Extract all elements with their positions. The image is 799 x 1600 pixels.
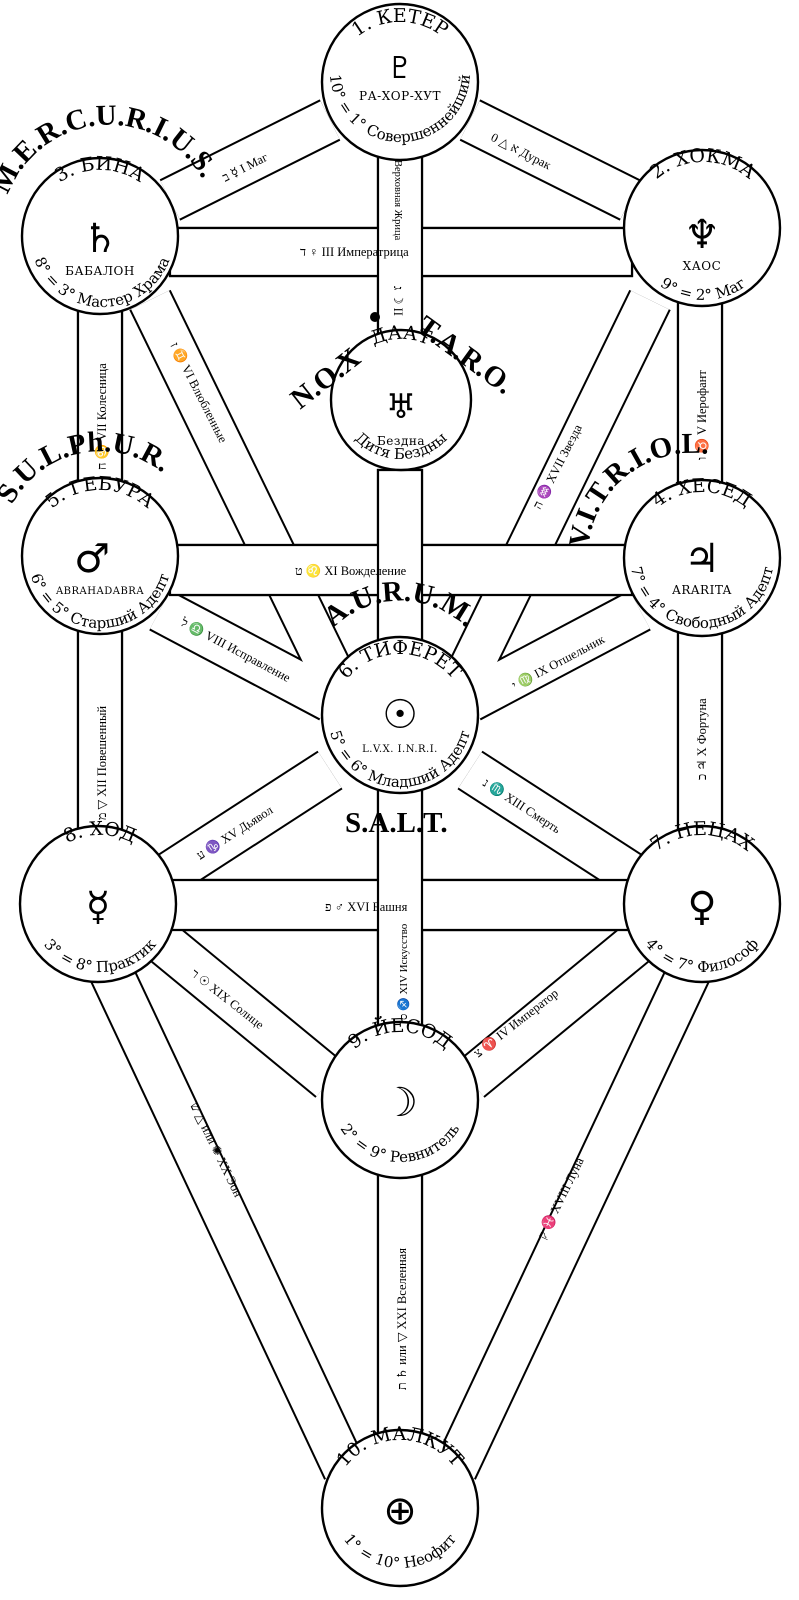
tiphareth-sub: L.V.X. I.N.R.I. <box>362 744 438 755</box>
path-label-universe: ת ♄ или ▽ XXI Вселенная <box>395 1248 409 1390</box>
netzach-symbol-icon: ♀ <box>687 884 716 930</box>
sephirah-kether: 1. КЕТЕР ♇ РА-ХОР-ХУТ 10° = 1° Совершенн… <box>320 2 480 162</box>
kether-sub: РА-ХОР-ХУТ <box>359 89 441 103</box>
sephirah-geburah: 5. ГЕБУРА ♂ ABRAHADABRA 6° = 5° Старший … <box>20 473 180 636</box>
chesed-symbol-icon: ♃ <box>684 536 720 582</box>
kether-symbol-icon: ♇ <box>387 51 414 86</box>
path-label-hanged: מ ▽ XII Повешенный <box>95 706 109 820</box>
path-label-fortune: כ ♃ X Фортуна <box>695 698 709 780</box>
path-label-priestess-letter: ג ☽ II <box>391 286 405 316</box>
sephirah-chesed: 4. ХЕСЕД ♃ ARARITA 7° = 4° Свободный Аде… <box>622 475 782 638</box>
sephirah-yesod: 9. ЙЕСОД ☽ 2° = 9° Ревнитель <box>320 1015 480 1180</box>
sephiroth: 1. КЕТЕР ♇ РА-ХОР-ХУТ 10° = 1° Совершенн… <box>18 2 782 1588</box>
chokmah-symbol-icon: ♆ <box>684 212 720 258</box>
tiphareth-symbol-icon: ☉ <box>382 692 418 738</box>
word-salt: S.A.L.T. <box>345 807 448 839</box>
sephirah-chokmah: 2. ХОКМА ♆ ХАОС 9° = 2° Маг <box>622 145 782 308</box>
daath-sub: Бездна <box>377 434 425 448</box>
path-label-tower: פ ♂ XVI Башня <box>325 900 408 914</box>
geburah-symbol-icon: ♂ <box>74 536 110 582</box>
nox-taro-dot <box>370 312 380 322</box>
yesod-symbol-icon: ☽ <box>382 1080 418 1126</box>
sephirah-binah: 3. БИНА ♄ БАБАЛОН 8° = 3° Мастер Храма <box>20 153 180 316</box>
sephirah-hod: 8. ХОД ☿ 3° = 8° Практик <box>18 818 178 984</box>
daath-symbol-icon: ♅ <box>386 387 416 427</box>
sephirah-netzach: 7. НЕЦАХ ♀ 4° = 7° Философ <box>622 818 782 984</box>
geburah-sub: ABRAHADABRA <box>55 586 144 597</box>
binah-sub: БАБАЛОН <box>65 264 135 278</box>
path-label-art: ס ♐ XIV Искусство <box>397 923 410 1020</box>
path-label-empress: ד ♀ III Императрица <box>300 245 409 259</box>
binah-symbol-icon: ♄ <box>82 216 118 262</box>
path-label-priestess: Верховная Жрица <box>392 160 403 241</box>
chokmah-sub: ХАОС <box>683 259 722 273</box>
path-label-chariot: ח ♋ VII Колесница <box>94 363 109 470</box>
paths <box>76 99 724 1480</box>
malkuth-symbol-icon: ⊕ <box>383 1488 417 1534</box>
path-label-hierophant: ו ♉ V Иерофант <box>694 370 709 460</box>
chesed-sub: ARARITA <box>671 583 732 597</box>
sephirah-tiphareth: 6. ТИФЕРЕТ ☉ L.V.X. I.N.R.I. 5° = 6° Мла… <box>320 635 480 795</box>
hod-symbol-icon: ☿ <box>86 884 111 930</box>
path-label-lust: ט ♌ XI Вожделение <box>295 563 407 578</box>
sephirah-daath: ДААТ ♅ Бездна Дитя Бездны <box>329 322 473 472</box>
